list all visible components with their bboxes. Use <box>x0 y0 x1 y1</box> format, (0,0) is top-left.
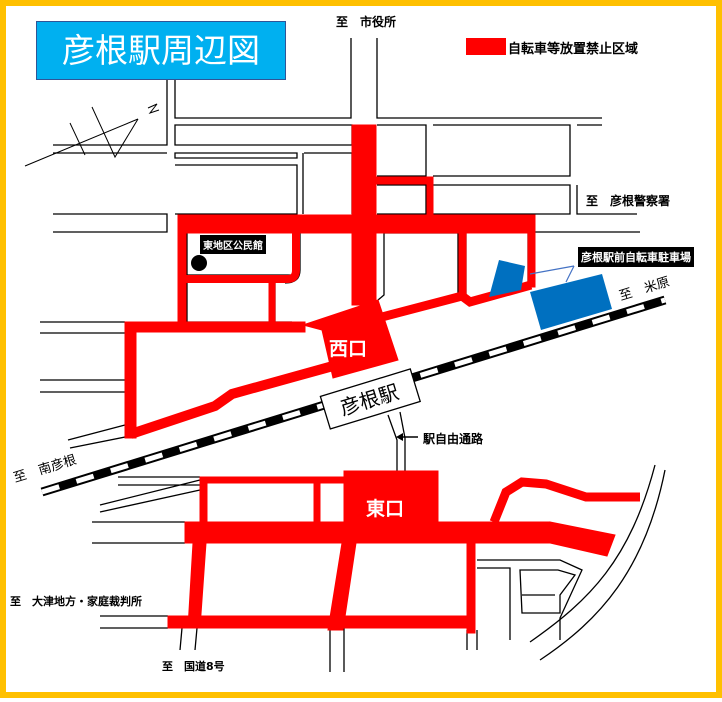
legend-swatch <box>466 38 506 55</box>
legend-label: 自転車等放置禁止区域 <box>508 42 639 57</box>
restricted-zone <box>124 124 640 634</box>
station-building[interactable] <box>319 368 422 430</box>
bike-parking-label: 彦根駅前自転車駐車場 <box>578 247 694 267</box>
dot-marker-icon <box>191 255 207 271</box>
map-title: 彦根駅周辺図 <box>36 21 286 80</box>
west-exit-label: 西口 <box>329 338 368 360</box>
label-court: 至 大津地方・家庭裁判所 <box>10 595 142 608</box>
label-route8: 至 国道8号 <box>162 660 225 673</box>
east-exit-label: 東口 <box>366 498 405 520</box>
label-city-hall: 至 市役所 <box>336 15 397 29</box>
bike-parking-area <box>489 260 612 330</box>
north-arrow-icon <box>24 103 160 167</box>
free-passage-label: 駅自由通路 <box>423 432 484 446</box>
parking-arrows <box>529 265 575 283</box>
community-hall-label: 東地区公民館 <box>200 235 266 254</box>
arrow-head-icon <box>396 433 403 441</box>
label-police: 至 彦根警察署 <box>586 194 671 208</box>
